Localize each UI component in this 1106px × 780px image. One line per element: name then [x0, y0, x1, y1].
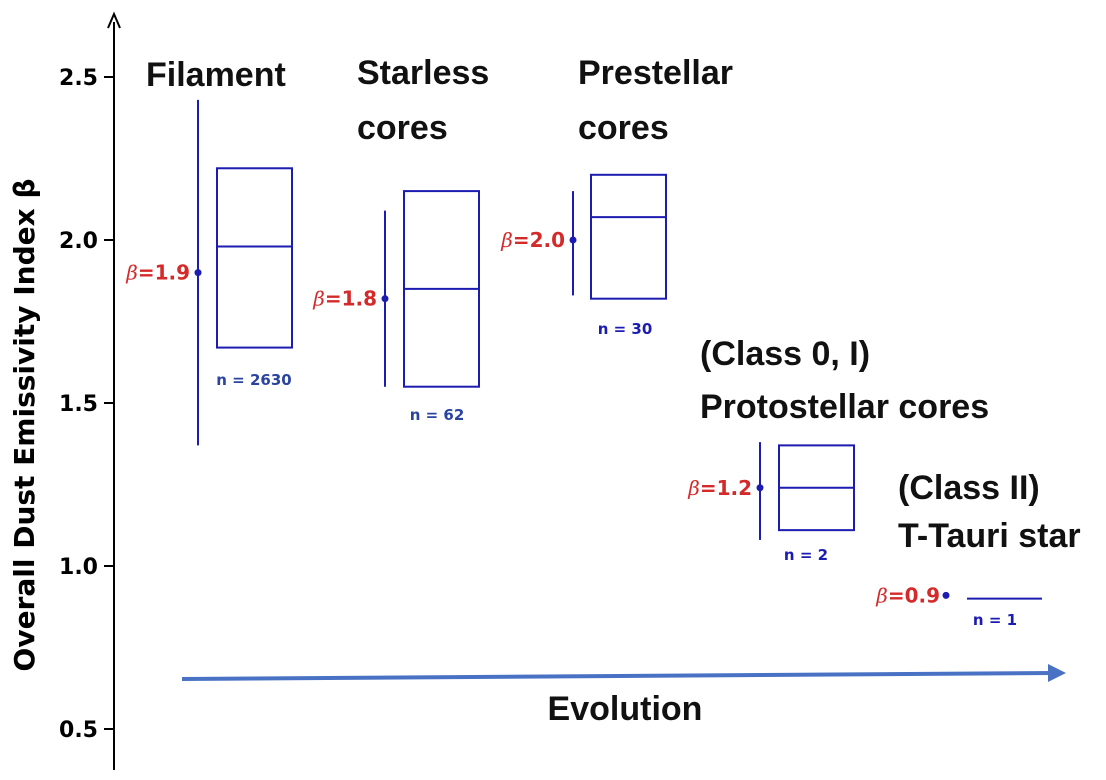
category-label: Prestellar	[578, 54, 733, 92]
category-label: Protostellar cores	[700, 388, 989, 426]
y-axis-arrowhead	[107, 11, 121, 29]
category-label: Filament	[146, 56, 286, 94]
category-group: (Class 0, I) Protostellar cores β=1.2 n = 2	[687, 335, 989, 564]
n-label: n = 62	[410, 406, 465, 424]
category-group: Starless cores β=1.8 n = 62	[312, 54, 489, 424]
y-tick-label: 0.5	[59, 718, 98, 743]
category-label: (Class 0, I)	[700, 335, 870, 373]
evolution-label: Evolution	[548, 690, 703, 728]
evolution-layer: Evolution	[181, 664, 1066, 728]
evolution-arrowhead	[1048, 664, 1066, 682]
beta-label: β=1.2	[687, 476, 752, 500]
beta-label: β=0.9	[875, 583, 940, 607]
category-label: cores	[578, 109, 669, 147]
ticks-layer: 0.5 1.0 1.5 2.0 2.5	[59, 66, 114, 743]
iqr-box	[590, 173, 667, 300]
beta-value: =2.0	[513, 228, 565, 252]
beta-label: β=2.0	[500, 228, 565, 252]
beta-symbol: β	[125, 261, 138, 285]
n-label: n = 1	[973, 611, 1017, 629]
beta-symbol: β	[875, 583, 888, 607]
y-tick-label: 1.0	[59, 555, 98, 580]
beta-symbol: β	[312, 287, 325, 311]
beta-label: β=1.9	[125, 261, 190, 285]
beta-value: =1.2	[700, 476, 752, 500]
evolution-arrow-shaft	[181, 671, 1053, 681]
beta-point	[942, 591, 950, 599]
category-label: T-Tauri star	[898, 517, 1081, 555]
category-label: (Class II)	[898, 469, 1040, 507]
beta-label: β=1.8	[312, 287, 377, 311]
beta-point	[569, 236, 577, 244]
axis-layer: Overall Dust Emissivity Index β	[8, 11, 121, 770]
n-label: n = 2	[784, 546, 828, 564]
y-axis-label: Overall Dust Emissivity Index β	[8, 179, 41, 672]
n-label: n = 2630	[216, 371, 291, 389]
beta-point	[756, 484, 764, 492]
y-tick-label: 2.5	[59, 66, 98, 91]
category-label: Starless	[357, 54, 489, 92]
n-label: n = 30	[598, 320, 653, 338]
y-tick-label: 1.5	[59, 392, 98, 417]
category-label: cores	[357, 109, 448, 147]
category-group: Filament β=1.9 n = 2630	[125, 56, 293, 446]
beta-value: =1.9	[138, 261, 190, 285]
y-tick-label: 2.0	[59, 229, 98, 254]
beta-point	[194, 269, 202, 277]
beta-point	[381, 295, 389, 303]
beta-symbol: β	[500, 228, 513, 252]
beta-value: =0.9	[888, 583, 940, 607]
iqr-box	[216, 167, 293, 349]
category-group: (Class II) T-Tauri star β=0.9 n = 1	[875, 469, 1080, 629]
beta-value: =1.8	[325, 287, 377, 311]
category-group: Prestellar cores β=2.0 n = 30	[500, 54, 733, 338]
beta-symbol: β	[687, 476, 700, 500]
